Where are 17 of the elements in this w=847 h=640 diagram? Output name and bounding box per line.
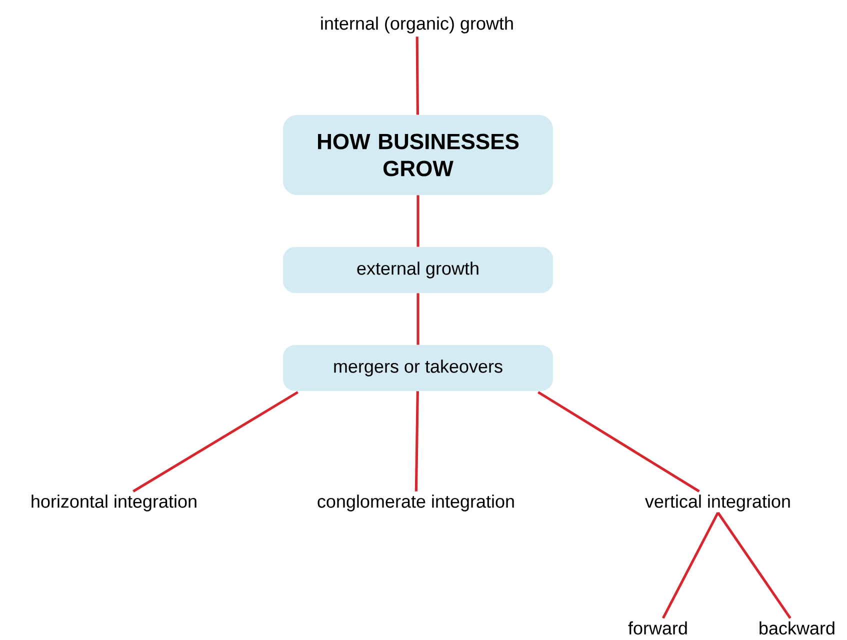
- connector-line: [416, 36, 419, 115]
- text-label: vertical integration: [645, 494, 790, 512]
- connector-line: [662, 512, 720, 619]
- connector-line: [716, 512, 792, 619]
- connector-line: [414, 391, 419, 492]
- text-label: forward: [628, 621, 687, 635]
- text-label: conglomerate integration: [318, 494, 514, 512]
- rounded-box: mergers or takeovers: [283, 345, 553, 391]
- connector-line: [538, 391, 700, 493]
- connector-line: [416, 195, 420, 247]
- rounded-box: external growth: [283, 247, 553, 293]
- connector-line: [132, 391, 298, 493]
- connector-line: [416, 293, 420, 345]
- title-box: HOW BUSINESSES GROW: [283, 115, 553, 195]
- text-label: horizontal integration: [32, 494, 196, 512]
- text-label: backward: [760, 621, 834, 635]
- text-label: internal (organic) growth: [321, 16, 513, 34]
